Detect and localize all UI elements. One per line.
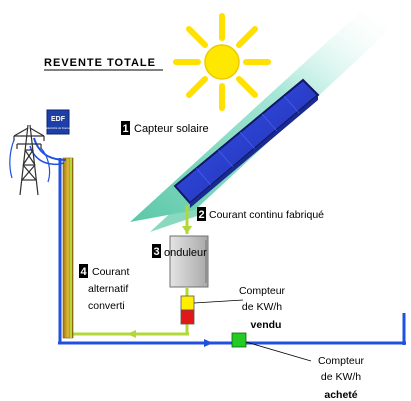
label-compteur-vendu-line2: de KW/h — [242, 301, 282, 313]
label-compteur-achete-line3: acheté — [324, 389, 357, 401]
service-drop-cable — [33, 137, 67, 161]
label-onduleur: onduleur — [164, 247, 207, 259]
edf-logo-text: EDF — [51, 116, 66, 123]
badge-1-number: 1 — [122, 123, 128, 135]
dc-arrow — [182, 226, 192, 234]
meter-sold — [180, 295, 195, 325]
badge-3 — [152, 244, 161, 258]
ac-arrow — [127, 330, 136, 338]
edf-logo-subtext: Electricité de France — [46, 126, 70, 130]
diagram-title: REVENTE TOTALE — [44, 57, 156, 69]
label-courant-alternatif-line3: converti — [88, 300, 125, 312]
label-compteur-achete-line1: Compteur — [318, 355, 365, 367]
meter-bought — [231, 332, 247, 348]
badge-2-number: 2 — [198, 209, 204, 221]
pylon-line-left — [9, 139, 15, 179]
badge-2 — [197, 207, 206, 221]
grid-arrow — [204, 339, 213, 347]
utility-pole — [62, 157, 74, 339]
meter-sold-pointer — [193, 299, 244, 304]
light-beam-base — [150, 195, 200, 232]
label-courant-continu: Courant continu fabriqué — [209, 209, 324, 221]
meter-bought-pointer — [245, 341, 312, 362]
label-courant-alternatif-line2: alternatif — [88, 283, 128, 295]
label-compteur-vendu-line1: Compteur — [239, 285, 286, 297]
sun-icon — [173, 13, 271, 111]
edf-logo: EDF Electricité de France — [46, 109, 70, 135]
pylon-line-right — [40, 147, 51, 183]
label-courant-alternatif-line1: Courant — [92, 266, 129, 278]
inverter — [169, 235, 209, 288]
pylon-icon — [13, 124, 45, 196]
badge-1 — [121, 121, 130, 135]
badge-4 — [79, 264, 88, 278]
solar-panel — [173, 78, 320, 208]
badge-4-number: 4 — [80, 266, 87, 278]
label-compteur-achete-line2: de KW/h — [321, 371, 361, 383]
label-capteur-solaire: Capteur solaire — [134, 123, 209, 135]
badge-3-number: 3 — [153, 246, 159, 258]
label-compteur-vendu-line3: vendu — [251, 319, 282, 331]
